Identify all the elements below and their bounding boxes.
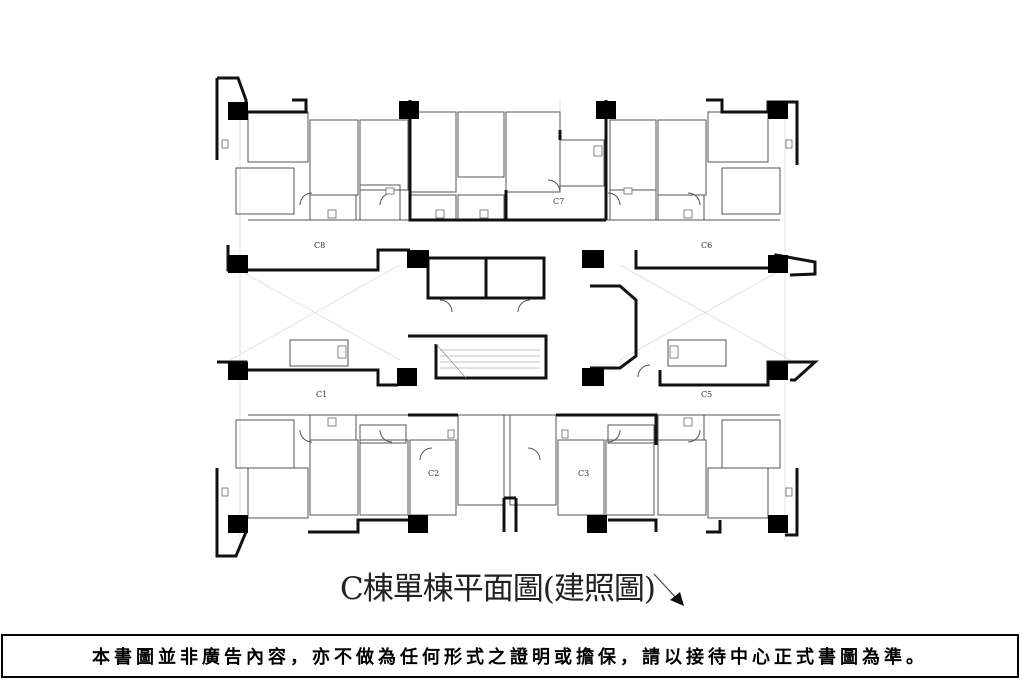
unit-label-c1: C1 <box>316 390 327 399</box>
unit-label-c3: C3 <box>578 469 589 478</box>
unit-label-c5: C5 <box>701 390 712 399</box>
unit-label-c7: C7 <box>553 197 564 206</box>
interior-walls <box>235 111 781 519</box>
construction-lines <box>229 100 791 540</box>
plan-title: C棟單棟平面圖(建照圖) <box>340 571 656 607</box>
unit-label-c2: C2 <box>428 469 439 478</box>
disclaimer-text: 本書圖並非廣告內容，亦不做為任何形式之證明或擔保，請以接待中心正式書圖為準。 <box>92 647 928 668</box>
stair-treads <box>435 343 540 379</box>
floor-plan: C8 C7 C6 C1 C5 C2 C3 <box>215 76 819 558</box>
columns <box>228 101 788 533</box>
unit-label-c8: C8 <box>314 241 325 250</box>
disclaimer-box: 本書圖並非廣告內容，亦不做為任何形式之證明或擔保，請以接待中心正式書圖為準。 <box>1 634 1019 678</box>
north-arrow-icon <box>653 573 684 606</box>
fixtures <box>221 139 793 497</box>
unit-label-c6: C6 <box>701 241 712 250</box>
